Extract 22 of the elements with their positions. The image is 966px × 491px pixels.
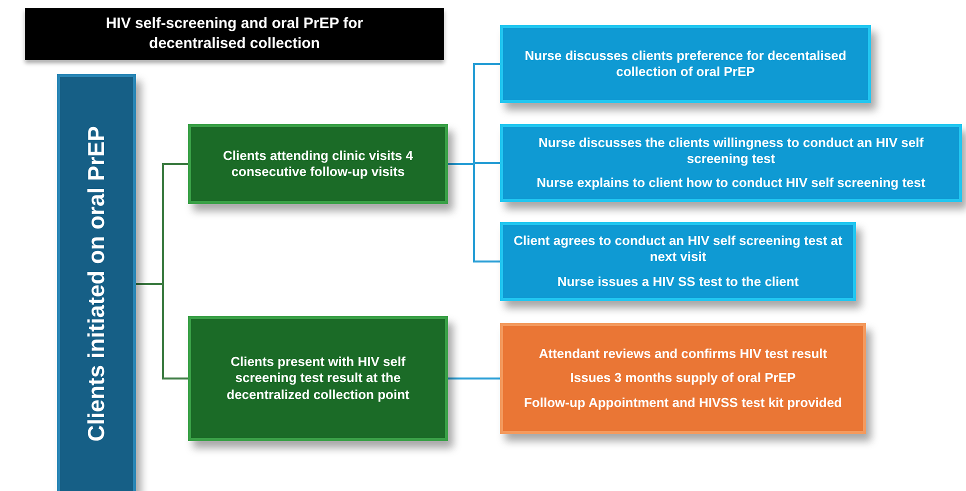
box-text: Nurse issues a HIV SS test to the client xyxy=(557,274,799,290)
box-text: Attendant reviews and confirms HIV test result xyxy=(538,346,828,362)
box-text: Clients initiated on oral PrEP xyxy=(82,126,110,442)
box-text: Issues 3 months supply of oral PrEP xyxy=(570,370,796,387)
box-text: Client agrees to conduct an HIV self screening test at next visit xyxy=(512,233,844,266)
box-text: Nurse discusses clients preference for decentalised collection of oral PrEP xyxy=(524,48,848,80)
process-box xyxy=(500,25,871,103)
side-banner xyxy=(57,74,136,491)
connector-line xyxy=(448,163,500,262)
process-box xyxy=(188,316,448,441)
title-banner: HIV self-screening and oral PrEP for decentralised collection xyxy=(25,8,444,60)
connector-line xyxy=(136,283,188,380)
box-text: Nurse discusses the clients willingness to conduct an HIV self screening test xyxy=(537,134,925,168)
box-text: Nurse explains to client how to conduct HIV self screening test xyxy=(536,175,926,192)
process-box xyxy=(500,323,866,434)
process-box xyxy=(500,222,856,301)
process-box xyxy=(500,124,962,202)
connector-line xyxy=(448,378,500,380)
box-text: Follow-up Appointment and HIVSS test kit provided xyxy=(524,394,842,411)
box-text: Clients present with HIV self screening test result at the decentralized collection point xyxy=(226,354,410,403)
process-box xyxy=(188,124,448,204)
box-text: Clients attending clinic visits 4 consecutive follow-up visits xyxy=(222,148,414,180)
